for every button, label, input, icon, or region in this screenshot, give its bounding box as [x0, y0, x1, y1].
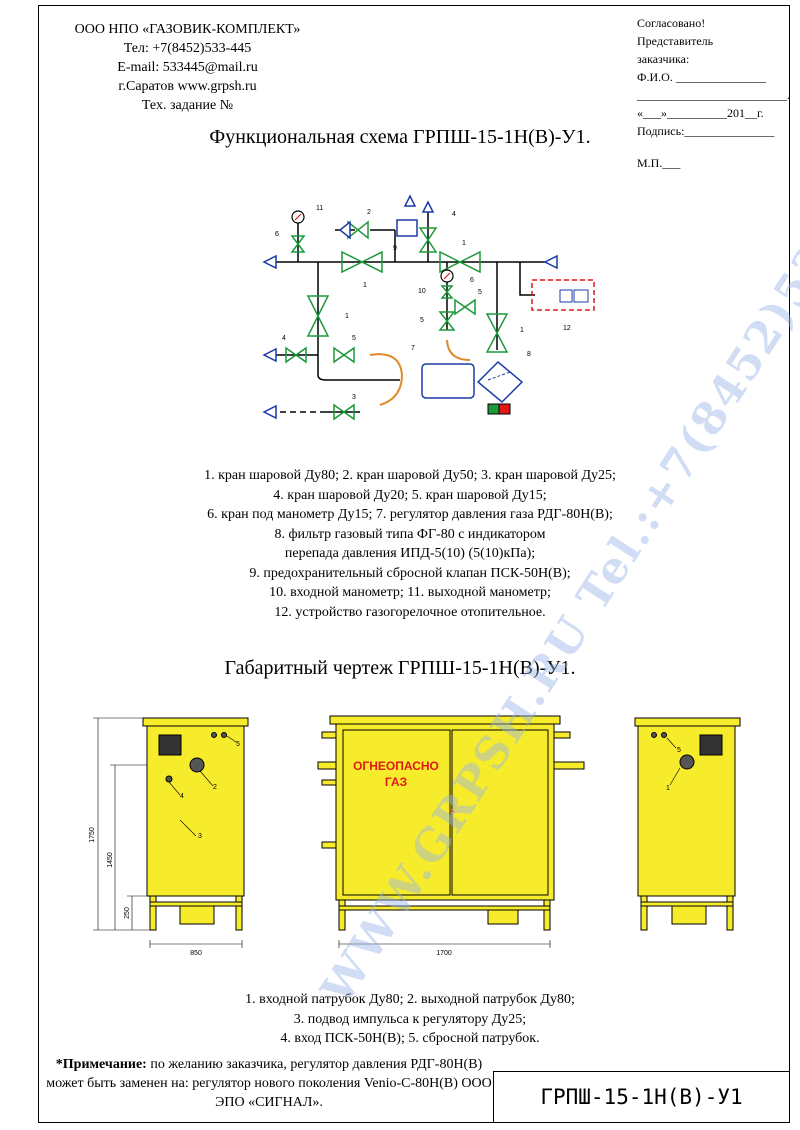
- scheme-label-1a: 1: [363, 282, 367, 289]
- inlet-triangle: [262, 254, 277, 270]
- drawing-legend-line: 1. входной патрубок Ду80; 2. выходной па…: [245, 992, 575, 1007]
- side-roof-right: [634, 717, 741, 727]
- scheme-label-12: 12: [563, 325, 571, 332]
- approval-date: «___»__________201__г.: [637, 106, 764, 120]
- dim-height-body: 1450: [107, 852, 114, 868]
- scheme-label-8: 8: [527, 351, 531, 358]
- title-stamp: ГРПШ-15-1Н(В)-У1: [493, 1071, 790, 1123]
- scheme-label-3: 3: [352, 394, 356, 401]
- drawing-title: Габаритный чертеж ГРПШ-15-1Н(В)-У1.: [224, 657, 576, 679]
- legend-line: перепада давления ИПД-5(10) (5(10)кПа);: [284, 546, 536, 561]
- callout-5: 5: [236, 741, 240, 748]
- drawing-legend-line: 3. подвод импульса к регулятору Ду25;: [293, 1011, 527, 1027]
- valve-3: [333, 403, 355, 421]
- psk-valve: [396, 219, 418, 237]
- approval-representative: Представитель: [637, 34, 714, 48]
- approval-seal: М.П.___: [637, 156, 681, 170]
- dim-height-total: 1750: [89, 827, 96, 843]
- scheme-label-6: 6: [275, 231, 279, 238]
- dimension-lines: [93, 717, 551, 948]
- approval-agreed: Согласовано!: [637, 16, 706, 30]
- approval-fio: Ф.И.О. _______________: [637, 70, 766, 84]
- drawing-legend-line: 4. вход ПСК-50Н(В); 5. сбросной патрубок…: [280, 1031, 540, 1046]
- indicator-red: [498, 403, 511, 415]
- valve-1-top-right: [439, 250, 481, 274]
- gas-filter: [476, 360, 524, 404]
- scheme-label-1d: 1: [520, 327, 524, 334]
- scheme-label-5c: 5: [352, 335, 356, 342]
- legend-line: 8. фильтр газовый типа ФГ-80 с индикатор…: [274, 526, 546, 542]
- port-1: [679, 754, 695, 770]
- valve-1-left: [306, 295, 330, 337]
- scheme-label-1c: 1: [345, 313, 349, 320]
- vent-grille-right: [699, 734, 723, 756]
- approval-fio-line: _________________________.: [637, 88, 790, 102]
- scheme-label-7: 7: [411, 345, 415, 352]
- scheme-label-9: 9: [393, 245, 397, 252]
- company-email: E-mail: 533445@mail.ru: [117, 60, 258, 75]
- svg-text:+: +: [449, 807, 455, 818]
- valve-4: [285, 346, 307, 364]
- callout-1-right: 1: [666, 785, 670, 792]
- callout-5-right: 5: [677, 747, 681, 754]
- impulse-hoses: [369, 339, 471, 406]
- callout-4: 4: [180, 793, 184, 800]
- approval-block: Согласовано! Представитель заказчика: Ф.…: [637, 14, 790, 172]
- scheme-label-5b: 5: [420, 317, 424, 324]
- valve-1-top: [341, 250, 383, 274]
- vent-grille-left: [158, 734, 182, 756]
- drawing-legend: 1. входной патрубок Ду80; 2. выходной па…: [60, 990, 760, 1049]
- valve-4-top: [418, 227, 438, 253]
- legend-line: 4. кран шаровой Ду20; 5. кран шаровой Ду…: [273, 487, 547, 503]
- drawing-frame: [38, 5, 790, 1123]
- valve-5-right: [454, 298, 476, 316]
- left-riser: [317, 262, 400, 381]
- valve-1-right: [485, 313, 509, 353]
- scheme-label-4: 4: [452, 211, 456, 218]
- warning-line-1: ОГНЕОПАСНО: [353, 759, 439, 773]
- scheme-label-1b: 1: [462, 240, 466, 247]
- legend-line: 1. кран шаровой Ду80; 2. кран шаровой Ду…: [204, 468, 616, 483]
- company-name: ООО НПО «ГАЗОВИК-КОМПЛЕКТ»: [74, 22, 301, 37]
- legend-line: 9. предохранительный сбросной клапан ПСК…: [249, 565, 571, 581]
- legend-line: 6. кран под манометр Ду15; 7. регулятор …: [207, 507, 613, 522]
- scheme-label-11: 11: [316, 205, 323, 212]
- valves: [285, 220, 509, 421]
- legend-line: 12. устройство газогорелочное отопительн…: [274, 604, 546, 620]
- dim-height-legs: 250: [124, 907, 131, 919]
- note-label: *Примечание:: [55, 1057, 147, 1072]
- burner-device: [531, 279, 595, 311]
- valve-5: [333, 346, 355, 364]
- pipe-ends: [262, 194, 558, 420]
- note-text: по желанию заказчика, регулятор давления…: [46, 1057, 492, 1110]
- regulator-rdg: [421, 363, 475, 399]
- port-2: [189, 757, 205, 773]
- scheme-label-10: 10: [418, 288, 426, 295]
- scheme-label-2: 2: [367, 209, 371, 216]
- company-phone: Тел: +7(8452)533-445: [123, 41, 252, 56]
- scheme-label-6b: 6: [470, 277, 474, 284]
- dim-depth: 850: [190, 950, 202, 957]
- company-city-site: г.Саратов www.grpsh.ru: [118, 79, 257, 94]
- note-block: *Примечание: по желанию заказчика, регул…: [40, 1055, 498, 1112]
- scheme-title: Функциональная схема ГРПШ-15-1Н(В)-У1.: [209, 126, 591, 148]
- legend-line: 10. входной манометр; 11. выходной маном…: [269, 585, 551, 600]
- scheme-label-5a: 5: [478, 289, 482, 296]
- valve-6-right: [440, 285, 454, 299]
- scheme-label-4b: 4: [282, 335, 286, 342]
- approval-customer: заказчика:: [637, 52, 690, 66]
- warning-line-2: ГАЗ: [385, 775, 407, 789]
- tech-task: Тех. задание №: [141, 98, 234, 113]
- callout-3: 3: [198, 833, 202, 840]
- valve-6: [290, 235, 306, 253]
- approval-signature: Подпись:_______________: [637, 124, 775, 138]
- callout-2: 2: [213, 784, 217, 791]
- valve-5-vert: [438, 311, 456, 331]
- scheme-legend: 1. кран шаровой Ду80; 2. кран шаровой Ду…: [60, 466, 760, 622]
- company-block: ООО НПО «ГАЗОВИК-КОМПЛЕКТ» Тел: +7(8452)…: [40, 20, 335, 115]
- side-roof-left: [142, 717, 249, 727]
- dim-width: 1700: [436, 950, 452, 957]
